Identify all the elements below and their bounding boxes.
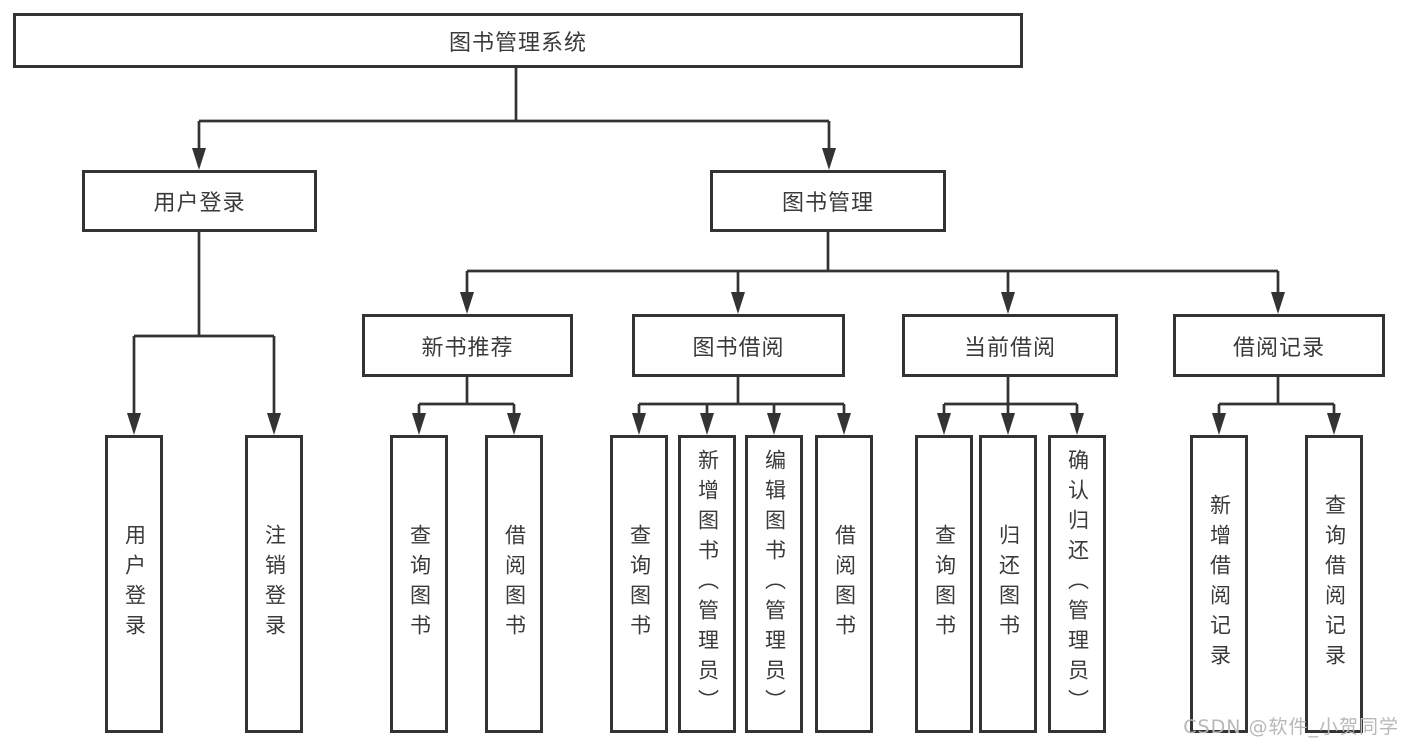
edge-current-borrow-to-children <box>937 377 1084 435</box>
leaf-edit-books-admin: 编辑图书（管理员） <box>745 435 803 733</box>
leaf-add-borrow-record: 新增借阅记录 <box>1190 435 1248 733</box>
leaf-add-books-admin: 新增图书（管理员） <box>678 435 736 733</box>
leaf-return-books-label: 归还图书 <box>996 524 1021 644</box>
leaf-query-books-current-label: 查询图书 <box>932 524 957 644</box>
leaf-borrow-books-recommend: 借阅图书 <box>485 435 543 733</box>
leaf-query-books-recommend: 查询图书 <box>390 435 448 733</box>
leaf-logout: 注销登录 <box>245 435 303 733</box>
leaf-edit-books-admin-label: 编辑图书（管理员） <box>762 449 787 719</box>
leaf-borrow-books-label: 借阅图书 <box>832 524 857 644</box>
leaf-confirm-return-admin-label: 确认归还（管理员） <box>1065 449 1090 719</box>
leaf-return-books: 归还图书 <box>979 435 1037 733</box>
node-borrow-records-label: 借阅记录 <box>1232 335 1325 361</box>
leaf-borrow-books: 借阅图书 <box>815 435 873 733</box>
node-book-management-label: 图书管理 <box>781 191 874 216</box>
node-root: 图书管理系统 <box>13 13 1023 68</box>
leaf-query-books-recommend-label: 查询图书 <box>407 524 432 644</box>
leaf-user-login: 用户登录 <box>105 435 163 733</box>
node-new-book-recommend-label: 新书推荐 <box>421 335 514 361</box>
edge-root-to-level2 <box>192 68 836 170</box>
node-user-login: 用户登录 <box>82 170 317 232</box>
node-book-borrow: 图书借阅 <box>632 314 845 377</box>
leaf-query-books-borrow-label: 查询图书 <box>627 524 652 644</box>
leaf-add-books-admin-label: 新增图书（管理员） <box>695 449 720 719</box>
edge-book-borrow-to-children <box>632 377 851 435</box>
node-book-borrow-label: 图书借阅 <box>692 335 785 361</box>
leaf-logout-label: 注销登录 <box>262 524 287 644</box>
node-current-borrow: 当前借阅 <box>902 314 1118 377</box>
node-root-label: 图书管理系统 <box>448 30 587 56</box>
edge-new-book-recommend-to-children <box>412 377 521 435</box>
leaf-confirm-return-admin: 确认归还（管理员） <box>1048 435 1106 733</box>
leaf-query-books-current: 查询图书 <box>915 435 973 733</box>
edge-borrow-records-to-children <box>1212 377 1341 435</box>
edge-book-management-to-level3 <box>460 232 1285 314</box>
node-current-borrow-label: 当前借阅 <box>963 335 1056 361</box>
leaf-add-borrow-record-label: 新增借阅记录 <box>1207 494 1232 674</box>
leaf-query-borrow-record-label: 查询借阅记录 <box>1322 494 1347 674</box>
leaf-query-borrow-record: 查询借阅记录 <box>1305 435 1363 733</box>
csdn-watermark: CSDN @软件_小贺同学 <box>1183 716 1399 738</box>
leaf-user-login-label: 用户登录 <box>122 524 147 644</box>
node-user-login-label: 用户登录 <box>153 191 246 216</box>
leaf-query-books-borrow: 查询图书 <box>610 435 668 733</box>
edge-user-login-to-children <box>127 232 281 435</box>
node-book-management: 图书管理 <box>710 170 946 232</box>
node-borrow-records: 借阅记录 <box>1173 314 1385 377</box>
leaf-borrow-books-recommend-label: 借阅图书 <box>502 524 527 644</box>
node-new-book-recommend: 新书推荐 <box>362 314 573 377</box>
